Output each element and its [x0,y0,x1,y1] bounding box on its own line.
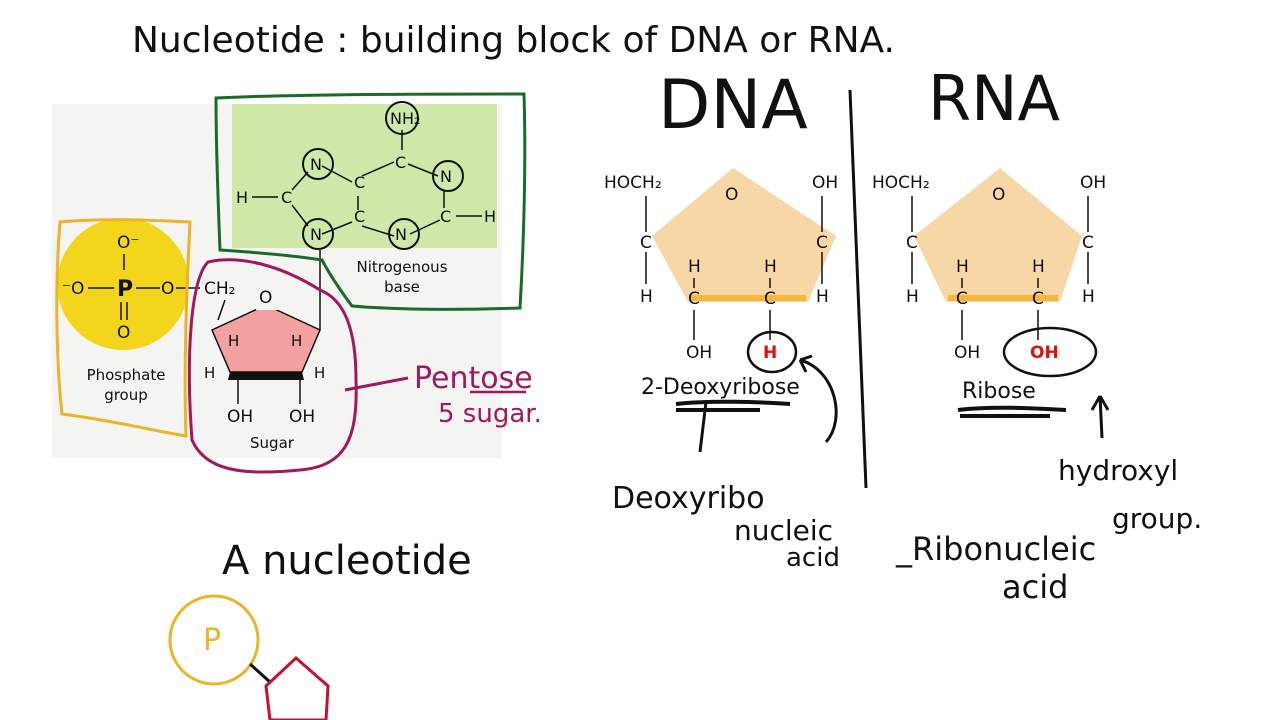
sugar-ring-o: O [259,288,272,308]
base-c: C [395,153,406,172]
page-title: Nucleotide : building block of DNA or RN… [132,20,895,61]
dna-heading: DNA [658,66,808,145]
base-panel [232,104,497,248]
dna-c: C [816,233,828,253]
dna-oh-top: OH [812,173,838,193]
dna-o: O [725,185,738,205]
rna-ring [914,168,1082,302]
rna-o: O [992,185,1005,205]
base-c: C [354,207,365,226]
phosphate-o-top: O⁻ [117,233,139,253]
base-n: N [310,155,322,174]
dna-full-3: acid [786,543,840,573]
rna-h: H [956,257,969,277]
sugar-h: H [228,332,239,350]
rna-hoch2: HOCH₂ [872,173,930,193]
rna-sugar: HOCH₂ O OH C C H H H H C C OH OH Ribose [872,168,1106,404]
base-h: H [236,188,248,207]
sugar-h: H [204,364,215,382]
phosphate-neg-o: ⁻O [62,279,84,299]
rna-oh-circle [1002,326,1098,378]
phosphate-group: O⁻ ⁻O P O O Phosphate group [62,233,200,404]
base-outline [214,92,527,311]
dna-c: C [764,289,776,309]
dna-h: H [640,287,653,307]
sugar-oh-right: OH [289,407,315,427]
nucleotide-sketch-title: A nucleotide [222,538,472,584]
dna-arrow [698,354,838,453]
base-n: N [310,225,322,244]
rna-hydroxyl-2: group. [1112,502,1202,535]
dna-full-2: nucleic [734,514,833,547]
sugar-molecule: CH₂ O H H H H OH OH Sugar [204,250,325,452]
dna-full-1: Deoxyribo [612,481,765,516]
dna-ring [652,168,836,302]
base-label-1: Nitrogenous [356,258,447,276]
dna-h: H [688,257,701,277]
rna-h: H [906,287,919,307]
rna-special-oh: OH [1030,343,1059,363]
base-label-2: base [384,278,420,296]
rna-h: H [1032,257,1045,277]
dna-sugar: HOCH₂ O OH C C H H H H C C OH H 2-Deoxyr… [604,168,838,400]
dna-h: H [764,257,777,277]
rna-underline [957,405,1067,418]
rna-full-1: _Ribonucleic [895,530,1096,568]
phosphate-outline [55,218,192,438]
base-c: C [281,188,292,207]
sketch-phosphate-circle [168,594,260,686]
sugar-label: Sugar [250,434,295,452]
base-h: H [484,207,496,226]
phosphate-circle [57,218,189,350]
pentose-pointer [344,376,409,392]
sketch-sugar-pentagon [264,655,330,720]
dna-c: C [688,289,700,309]
dna-sugar-name: 2-Deoxyribose [641,375,800,400]
dna-special-h: H [763,343,777,363]
rna-arrow [1090,395,1110,439]
sketch-phosphate-label: P [203,623,221,658]
phosphate-p: P [117,277,133,302]
rna-full-2: acid [1002,568,1068,606]
base-nh2: NH₂ [390,109,420,128]
rna-sugar-name: Ribose [962,379,1036,404]
rna-heading: RNA [928,62,1060,135]
nitrogenous-base: NH₂ N C N H C C C C H N N Nitrogenous ba… [236,109,496,296]
phosphate-o-bottom: O [117,323,130,343]
nitrogen-circles [302,101,464,250]
sugar-oh-left: OH [227,407,253,427]
rna-c: C [906,233,918,253]
phosphate-o-right: O [161,279,174,299]
base-n: N [395,225,407,244]
dna-c: C [640,233,652,253]
pentose-sugar-label: 5 sugar. [438,399,542,429]
dna-oh-bottom: OH [686,343,712,363]
base-n: N [440,167,452,186]
dna-underline [675,399,791,412]
rna-oh-bottom: OH [954,343,980,363]
divider-line [848,89,868,489]
dna-h: H [816,287,829,307]
sketch-bond [248,662,272,684]
dna-hoch2: HOCH₂ [604,173,662,193]
base-c: C [440,207,451,226]
sugar-h: H [314,364,325,382]
sugar-ch2: CH₂ [204,279,235,299]
sugar-outline [187,258,358,474]
rna-hydroxyl-1: hydroxyl [1058,454,1178,487]
pentose-label: Pentose [414,361,533,396]
dna-h-circle [746,330,798,374]
rna-oh-top: OH [1080,173,1106,193]
phosphate-label-2: group [104,386,148,404]
phosphate-label-1: Phosphate [87,366,166,384]
rna-c: C [956,289,968,309]
rna-c: C [1032,289,1044,309]
rna-h: H [1082,287,1095,307]
sugar-h: H [291,332,302,350]
base-c: C [354,173,365,192]
rna-c: C [1082,233,1094,253]
